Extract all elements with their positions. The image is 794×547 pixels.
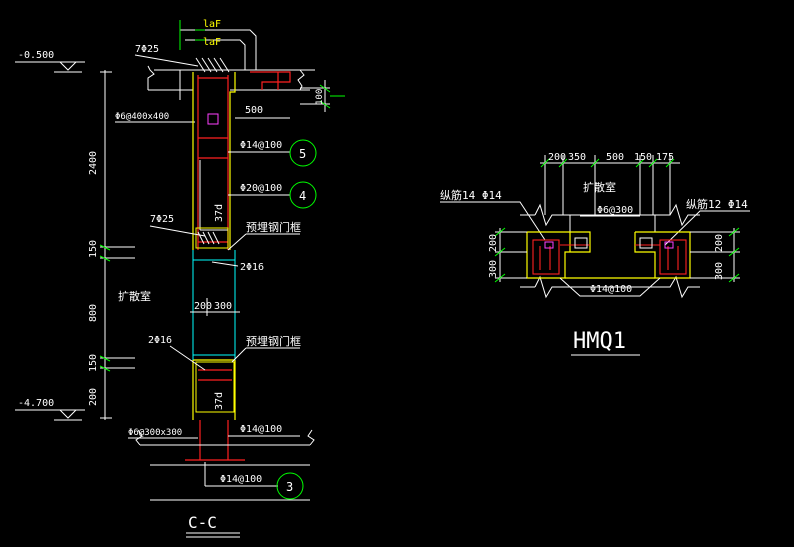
dim-300: 300 bbox=[214, 301, 232, 312]
hmq1-bottom-bar-leader bbox=[559, 277, 661, 297]
wall-yellow-outline bbox=[192, 72, 236, 420]
detail-circle-5-label: 5 bbox=[299, 147, 306, 161]
detail-circle-3 bbox=[276, 472, 304, 500]
sill-box bbox=[195, 361, 235, 413]
laF-anchorage bbox=[179, 20, 257, 100]
wall-red-rebar bbox=[185, 71, 291, 461]
dim-37d-bottom: 37d bbox=[214, 392, 225, 410]
lintel-hatch bbox=[197, 231, 220, 245]
rebar-7phi25-mid: 7Φ25 bbox=[150, 214, 174, 225]
embed-steel-frame-1-leader bbox=[227, 233, 247, 251]
rebar-phi14-100-b: Φ14@100 bbox=[240, 424, 282, 435]
hmq1-left-pink bbox=[544, 241, 554, 249]
hmq1-plan-drawing: 200 350 500 150 175 扩散室 Φ6@300 纵筋14 Φ14 … bbox=[440, 152, 750, 356]
rebar-phi14-100-c: Φ14@100 bbox=[220, 474, 262, 485]
dim-37d-top: 37d bbox=[214, 204, 225, 222]
rebar-7phi25-top-leader bbox=[134, 54, 199, 67]
dim-500: 500 bbox=[245, 105, 263, 116]
embed-steel-frame-2: 预埋钢门框 bbox=[246, 334, 301, 348]
detail-circle-4-label: 4 bbox=[299, 189, 306, 203]
rebar-7phi25-mid-leader bbox=[149, 225, 206, 237]
laF-label-2: laF bbox=[203, 37, 221, 48]
hmq1-left-bar: 纵筋14 Φ14 bbox=[440, 188, 502, 202]
hmq1-stirrup: Φ6@300 bbox=[597, 205, 633, 216]
dim-150-a: 150 bbox=[88, 240, 99, 258]
left-dimension-ticks bbox=[99, 244, 111, 372]
section-cc-drawing: -0.500 -4.700 2400 150 800 150 200 bbox=[15, 19, 345, 538]
lintel-box bbox=[195, 227, 229, 249]
embed-steel-frame-1: 预埋钢门框 bbox=[246, 220, 301, 234]
dim-200: 200 bbox=[194, 301, 212, 312]
hmq1-left-vertical-ticks bbox=[494, 227, 506, 283]
hmq1-bottom-bar: Φ14@100 bbox=[590, 284, 632, 295]
embed-steel-frame-2-leader bbox=[231, 347, 247, 363]
top-rebar-hatch bbox=[195, 57, 230, 73]
rebar-2phi16-a-leader bbox=[211, 261, 239, 267]
door-opening bbox=[192, 250, 236, 360]
elevation-bottom-label: -4.700 bbox=[18, 398, 54, 409]
wall-pink-mark bbox=[207, 113, 219, 125]
hmq1-room-label: 扩散室 bbox=[583, 180, 616, 194]
elevation-bottom-marker bbox=[15, 409, 85, 421]
rebar-2phi16-a: 2Φ16 bbox=[240, 262, 264, 273]
elevation-top-label: -0.500 bbox=[18, 50, 54, 61]
hmq1-right-bar: 纵筋12 Φ14 bbox=[686, 197, 748, 211]
detail-circle-3-label: 3 bbox=[286, 480, 293, 494]
bottom-slab-outline bbox=[135, 429, 315, 501]
left-dimension-line bbox=[100, 70, 135, 420]
detail-circle-4 bbox=[289, 181, 317, 209]
hmq1-right-bar-leader bbox=[664, 210, 750, 246]
room-label-cc: 扩散室 bbox=[118, 289, 151, 303]
hmq1-right-vertical-dim bbox=[690, 228, 740, 282]
hmq1-dim-1: 350 bbox=[568, 152, 586, 163]
rebar-7phi25-top: 7Φ25 bbox=[135, 44, 159, 55]
rebar-2phi16-b-leader bbox=[169, 345, 206, 371]
hmq1-dim-0: 200 bbox=[548, 152, 566, 163]
rebar-phi20-100: Φ20@100 bbox=[240, 183, 282, 194]
rebar-phi14-100-a: Φ14@100 bbox=[240, 140, 282, 151]
dim-2400: 2400 bbox=[88, 151, 99, 175]
hmq1-right-dim-300: 300 bbox=[714, 262, 725, 280]
hmq1-dim-2: 500 bbox=[606, 152, 624, 163]
dim-100: 100 bbox=[315, 89, 325, 105]
stirrup-top-label: Φ6@400x400 bbox=[115, 112, 169, 122]
laF-label-1: laF bbox=[203, 19, 221, 30]
dim-100-ticks bbox=[319, 84, 345, 109]
hmq1-left-pad bbox=[574, 237, 588, 249]
hmq1-right-pad bbox=[639, 237, 653, 249]
hmq1-wall-outline bbox=[520, 203, 700, 299]
hmq1-dim-4: 175 bbox=[656, 152, 674, 163]
hmq1-title: HMQ1 bbox=[573, 329, 626, 354]
rebar-2phi16-b: 2Φ16 bbox=[148, 335, 172, 346]
detail-circle-5 bbox=[289, 139, 317, 167]
hmq1-right-vertical-ticks bbox=[728, 227, 740, 283]
hmq1-dim-3: 150 bbox=[634, 152, 652, 163]
hmq1-top-dimension-ticks bbox=[540, 158, 675, 168]
section-cc-title: C-C bbox=[188, 513, 217, 532]
hmq1-left-dim-200: 200 bbox=[488, 234, 499, 252]
top-slab-outline bbox=[147, 65, 315, 91]
elevation-top-marker bbox=[15, 61, 85, 73]
hmq1-left-dim-300: 300 bbox=[488, 260, 499, 278]
dim-200-b: 200 bbox=[88, 388, 99, 406]
hmq1-left-bar-leader bbox=[440, 201, 546, 241]
dim-150-b: 150 bbox=[88, 354, 99, 372]
dim-800: 800 bbox=[88, 304, 99, 322]
hmq1-right-pink bbox=[664, 241, 674, 249]
stirrup-bottom-label: Φ6@300x300 bbox=[128, 428, 182, 438]
hmq1-right-dim-200: 200 bbox=[714, 234, 725, 252]
